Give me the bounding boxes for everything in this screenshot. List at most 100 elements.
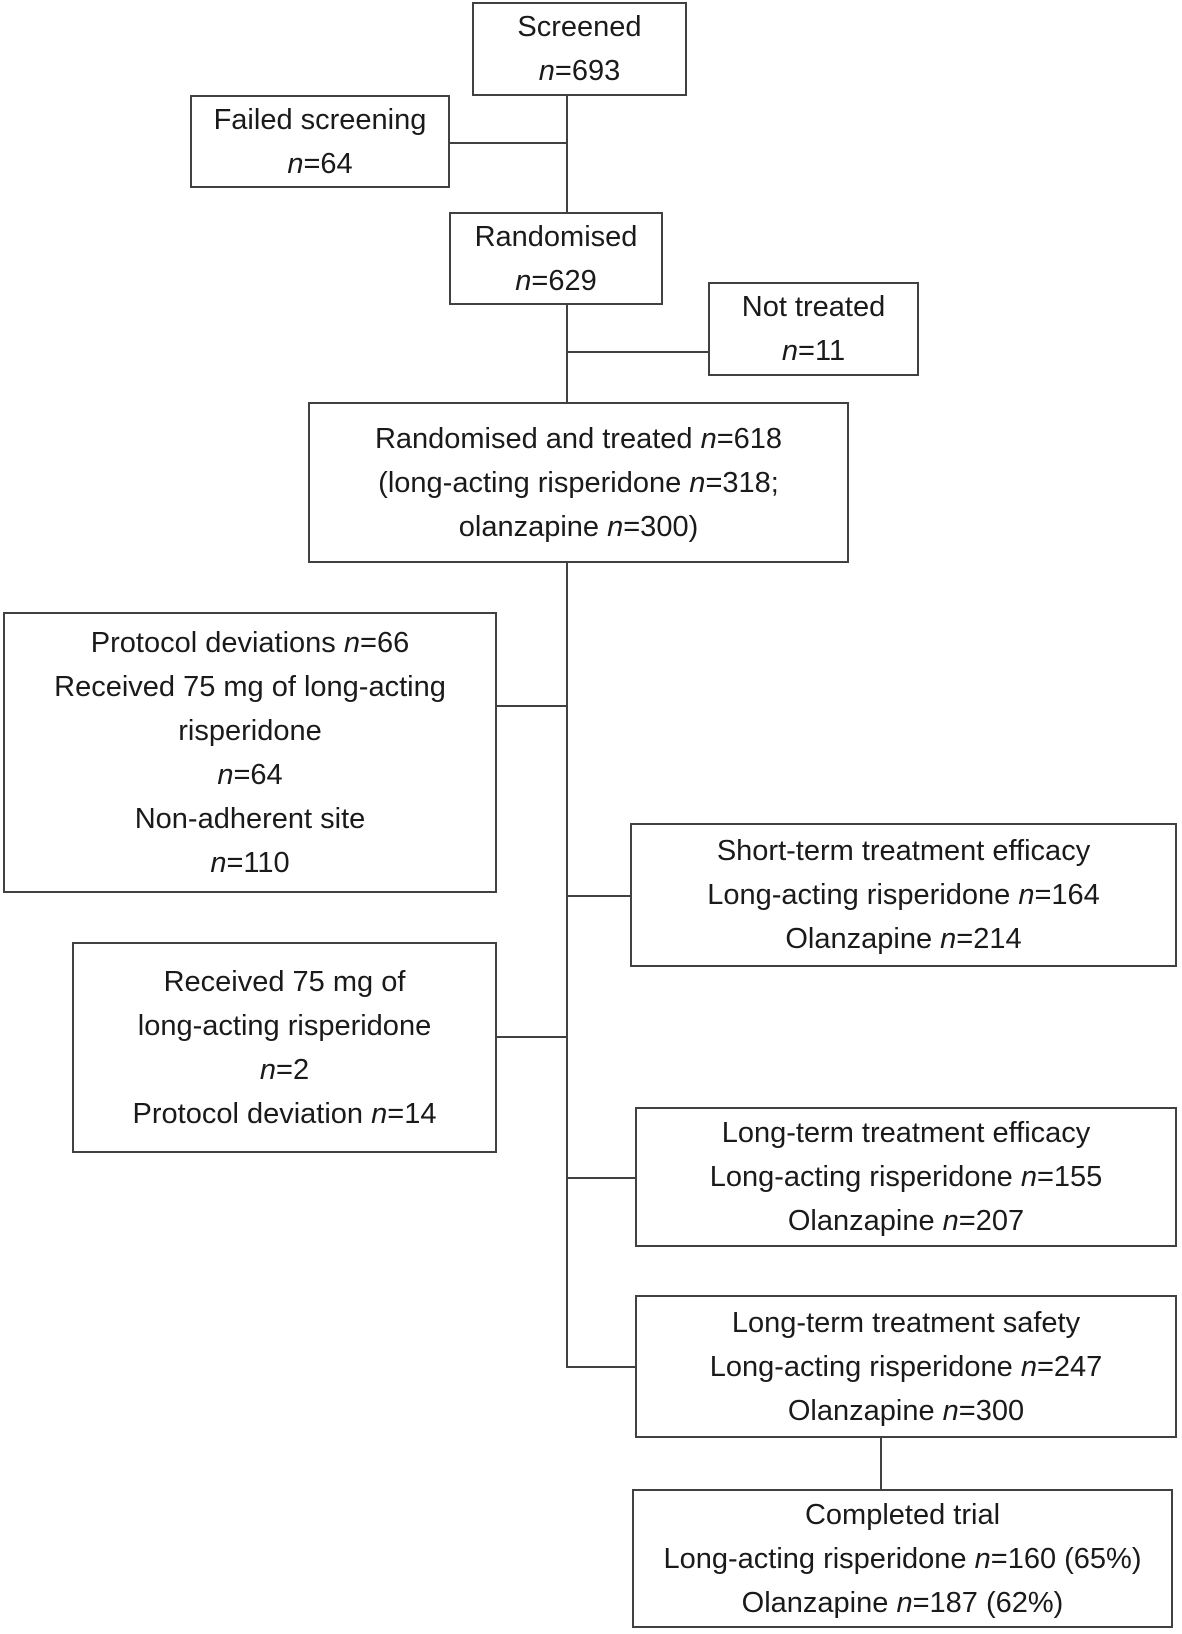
text-segment: Short-term treatment efficacy	[716, 835, 1091, 867]
n-value: =164	[1034, 879, 1100, 911]
box-line: Non-adherent site	[135, 797, 366, 841]
box-line: Received 75 mg of long-acting	[54, 665, 446, 709]
n-value: =318;	[705, 466, 779, 499]
n-value: =618	[716, 422, 783, 455]
box-line: Randomised	[475, 215, 638, 259]
n-symbol: n	[700, 422, 717, 455]
n-symbol: n	[1018, 879, 1035, 911]
box-protocol-deviations: Protocol deviations n=66 Received 75 mg …	[3, 612, 497, 893]
text-segment: Screened	[517, 11, 642, 43]
box-line: Protocol deviations n=66	[91, 621, 409, 665]
n-value: =207	[958, 1205, 1025, 1237]
n-symbol: n	[1020, 1350, 1037, 1383]
text-segment: (long-acting risperidone	[378, 466, 690, 499]
n-value: =64	[233, 758, 283, 791]
box-line: olanzapine n=300)	[459, 505, 698, 549]
box-line: Olanzapine n=214	[785, 917, 1021, 961]
box-long-term-safety: Long-term treatment safety Long-acting r…	[635, 1295, 1177, 1438]
box-line: n=64	[217, 753, 282, 797]
box-line: Long-term treatment safety	[732, 1301, 1080, 1345]
box-line: n=629	[515, 259, 596, 303]
text-segment: Received 75 mg of long-acting	[54, 670, 446, 703]
box-line: Long-acting risperidone n=247	[710, 1345, 1103, 1389]
connector-screened-randomised	[566, 94, 568, 212]
text-segment: Failed screening	[213, 103, 427, 136]
text-segment: Olanzapine	[785, 923, 941, 955]
connector-safety-completed	[880, 1436, 882, 1489]
n-value: =247	[1036, 1350, 1103, 1383]
n-value: =11	[798, 335, 846, 367]
n-value: =64	[303, 147, 353, 180]
box-line: Completed trial	[805, 1493, 1000, 1537]
text-segment: Randomised	[474, 220, 638, 253]
n-value: =160 (65%)	[990, 1542, 1142, 1575]
box-line: n=2	[260, 1048, 309, 1092]
n-symbol: n	[217, 758, 234, 791]
text-segment: olanzapine	[458, 510, 608, 543]
box-received-75mg: Received 75 mg of long-acting risperidon…	[72, 942, 497, 1153]
box-line: n=64	[287, 142, 352, 186]
n-value: =110	[226, 846, 290, 879]
text-segment: Long-acting risperidone	[709, 1350, 1021, 1383]
box-line: Protocol deviation n=14	[133, 1092, 437, 1136]
text-segment: Olanzapine	[787, 1394, 943, 1427]
box-line: (long-acting risperidone n=318;	[378, 461, 779, 505]
box-line: Long-term treatment efficacy	[722, 1111, 1091, 1155]
box-randomised: Randomised n=629	[449, 212, 663, 305]
connector-short-term-efficacy	[568, 895, 630, 897]
box-line: n=693	[539, 49, 620, 93]
n-value: =214	[956, 923, 1022, 955]
text-segment: Protocol deviation	[132, 1097, 372, 1130]
n-value: =693	[554, 55, 621, 87]
text-segment: Not treated	[741, 291, 886, 323]
text-segment: risperidone	[178, 714, 322, 747]
box-line: Olanzapine n=207	[788, 1199, 1024, 1243]
n-symbol: n	[1020, 1161, 1037, 1193]
box-line: Not treated	[742, 285, 885, 329]
n-symbol: n	[896, 1586, 913, 1619]
n-symbol: n	[974, 1542, 991, 1575]
box-line: Received 75 mg of	[164, 960, 406, 1004]
box-line: Failed screening	[214, 98, 427, 142]
connector-randomised-treated	[566, 303, 568, 402]
connector-main-spine	[566, 561, 568, 1368]
box-randomised-and-treated: Randomised and treated n=618 (long-actin…	[308, 402, 849, 563]
n-symbol: n	[607, 510, 624, 543]
text-segment: Long-term treatment safety	[731, 1306, 1081, 1339]
text-segment: Olanzapine	[741, 1586, 897, 1619]
box-failed-screening: Failed screening n=64	[190, 95, 450, 188]
n-value: =187 (62%)	[912, 1586, 1064, 1619]
box-line: Olanzapine n=187 (62%)	[742, 1581, 1064, 1625]
n-value: =155	[1036, 1161, 1103, 1193]
n-value: =300	[958, 1394, 1025, 1427]
n-symbol: n	[942, 1394, 959, 1427]
n-value: =2	[276, 1053, 310, 1086]
n-symbol: n	[259, 1053, 277, 1086]
text-segment: Non-adherent site	[134, 802, 366, 835]
box-line: Randomised and treated n=618	[375, 417, 782, 461]
n-symbol: n	[515, 264, 532, 297]
text-segment: Received 75 mg of	[163, 965, 406, 998]
box-line: Short-term treatment efficacy	[717, 829, 1090, 873]
text-segment: Protocol deviations	[90, 626, 344, 659]
text-segment: Long-acting risperidone	[709, 1161, 1021, 1193]
n-symbol: n	[371, 1097, 388, 1130]
box-long-term-efficacy: Long-term treatment efficacy Long-acting…	[635, 1107, 1177, 1247]
n-symbol: n	[538, 55, 555, 87]
box-line: long-acting risperidone	[138, 1004, 431, 1048]
n-value: =14	[387, 1097, 437, 1130]
text-segment: long-acting risperidone	[137, 1009, 432, 1042]
n-symbol: n	[781, 335, 799, 367]
text-segment: Long-term treatment efficacy	[721, 1117, 1091, 1149]
box-line: Long-acting risperidone n=164	[707, 873, 1100, 917]
box-line: Long-acting risperidone n=160 (65%)	[663, 1537, 1141, 1581]
box-line: n=11	[782, 329, 845, 373]
connector-received-75	[497, 1036, 567, 1038]
n-value: =300)	[623, 510, 699, 543]
box-not-treated: Not treated n=11	[708, 282, 919, 376]
n-symbol: n	[343, 626, 361, 659]
connector-long-term-efficacy	[568, 1177, 635, 1179]
box-line: Screened	[517, 5, 641, 49]
connector-failed-screening	[450, 142, 567, 144]
